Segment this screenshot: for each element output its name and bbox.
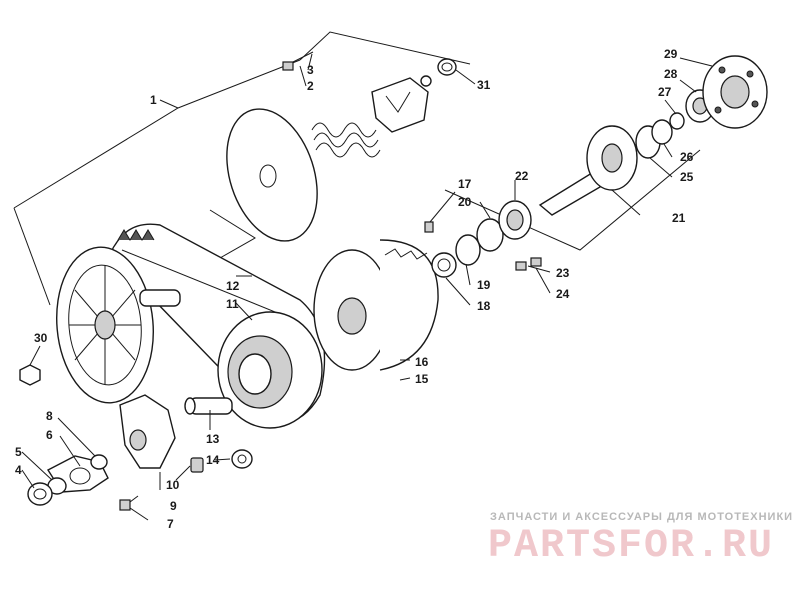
callout-23: 23: [556, 266, 570, 280]
callout-17: 17: [458, 177, 472, 191]
ring-25-26: [635, 119, 673, 159]
retaining-ring-31: [437, 58, 457, 76]
callout-8: 8: [46, 409, 53, 423]
callout-11: 11: [226, 297, 239, 311]
callout-27: 27: [658, 85, 672, 99]
callout-15: 15: [415, 372, 429, 386]
callout-21: 21: [672, 211, 686, 225]
callout-28: 28: [664, 67, 678, 81]
callout-19: 19: [477, 278, 491, 292]
nut-30: [19, 364, 41, 386]
callout-18: 18: [477, 299, 491, 313]
callout-22: 22: [515, 169, 529, 183]
callout-30: 30: [34, 331, 48, 345]
screw-17: [424, 221, 434, 233]
callout-29: 29: [664, 47, 678, 61]
callout-6: 6: [46, 428, 53, 442]
cam-9: [119, 394, 176, 469]
gear-29: [702, 55, 768, 129]
nut-8: [90, 454, 108, 470]
driven-pulley: [313, 239, 439, 371]
leader-lines: [21, 53, 713, 521]
bearing-4: [27, 482, 53, 506]
clutch-spider: [371, 77, 429, 133]
driven-clutch-left: [56, 246, 181, 404]
ring-19: [455, 234, 481, 266]
callout-12: 12: [226, 279, 240, 293]
callout-3: 3: [307, 63, 314, 77]
bearing-22: [498, 200, 532, 240]
callout-16: 16: [415, 355, 429, 369]
callout-20: 20: [458, 195, 472, 209]
drive-sheave: [226, 108, 318, 242]
ring-20: [476, 218, 504, 252]
callout-2: 2: [307, 79, 314, 93]
nut-14: [231, 449, 253, 469]
callout-9: 9: [170, 499, 177, 513]
ring-27: [669, 112, 685, 130]
watermark-caption: ЗАПЧАСТИ И АКСЕССУАРЫ ДЛЯ МОТОТЕХНИКИ: [490, 511, 793, 523]
callout-26: 26: [680, 150, 694, 164]
callout-14: 14: [206, 453, 220, 467]
callout-5: 5: [15, 445, 22, 459]
clutch-spring: [311, 122, 381, 158]
callout-labels: 1 2 3 4 5 6 7 8 9 10 11 12 13 14 15 16 1…: [15, 47, 694, 531]
callout-13: 13: [206, 432, 220, 446]
screw-23-24: [515, 257, 542, 271]
callout-25: 25: [680, 170, 694, 184]
watermark-brand: PARTSFOR.RU: [488, 524, 774, 569]
moveable-sheave: [184, 311, 323, 429]
shaft-21: [538, 125, 638, 216]
callout-1: 1: [150, 93, 157, 107]
small-ring: [420, 75, 432, 87]
clip-10: [190, 457, 204, 473]
callout-24: 24: [556, 287, 570, 301]
bearing-18: [431, 252, 457, 278]
callout-7: 7: [167, 517, 174, 531]
callout-31: 31: [477, 78, 491, 92]
bolt-2-3: [282, 51, 314, 71]
bolt-7: [119, 495, 139, 511]
callout-10: 10: [166, 478, 180, 492]
callout-4: 4: [15, 463, 22, 477]
watermark: ЗАПЧАСТИ И АКСЕССУАРЫ ДЛЯ МОТОТЕХНИКИ PA…: [488, 511, 793, 569]
